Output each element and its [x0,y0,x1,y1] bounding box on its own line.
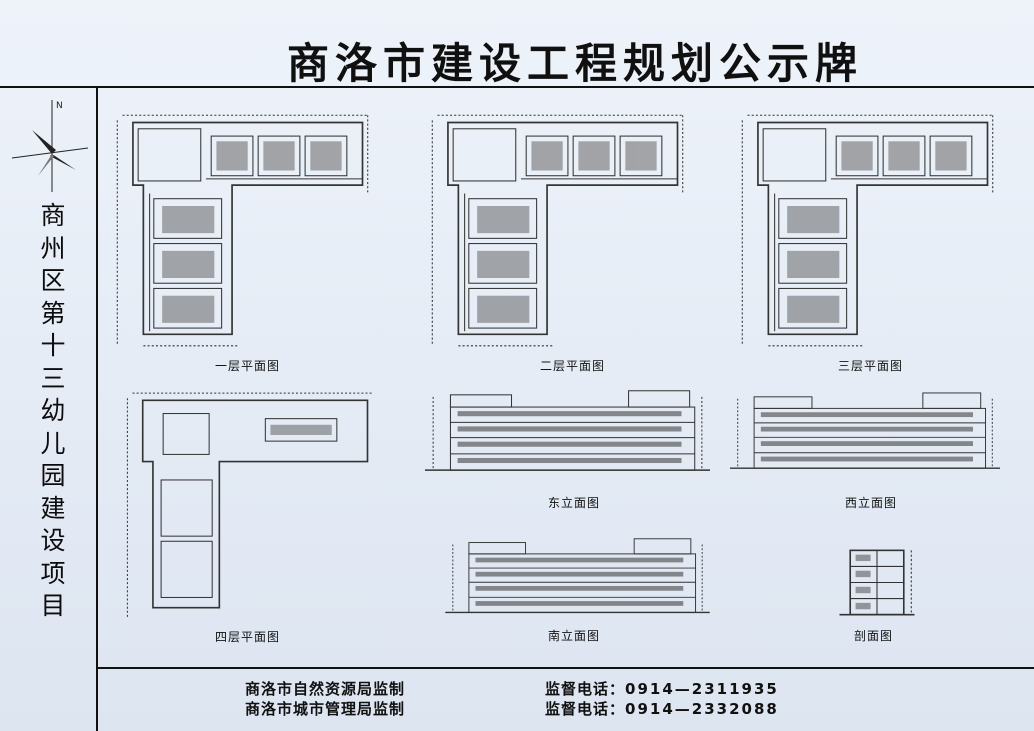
project-name-char: 目 [40,591,66,620]
caption-section: 剖面图 [854,629,894,643]
issuer-2: 商洛市城市管理局监制 [245,700,406,718]
caption-floor1: 一层平面图 [215,359,281,373]
section-drawing [832,545,922,620]
project-name-char: 十 [40,331,66,360]
phone-row-1: 监督电话：0914—2311935 [545,678,779,699]
phone-label-2: 监督电话： [545,700,626,718]
floor4-plan-drawing [115,388,385,623]
project-name-char: 园 [40,461,66,490]
south-elevation-drawing [425,535,730,620]
caption-floor2: 二层平面图 [540,359,606,373]
project-name-char: 区 [40,266,66,295]
project-name-char: 幼 [40,396,66,425]
project-name-char: 建 [40,493,66,523]
header-divider [0,86,1034,88]
phone-number-1: 0914—2311935 [625,680,779,698]
project-name-char: 三 [40,363,66,393]
project-name-vertical: 商州区第十三幼儿园建设项目 [36,200,70,623]
project-name-char: 第 [40,298,66,328]
east-elevation-drawing [425,385,710,480]
floor1-plan-drawing [110,110,375,350]
project-name-char: 设 [40,526,66,555]
project-name-char: 商 [40,201,66,230]
floor3-plan-drawing [735,110,1000,350]
caption-south: 南立面图 [548,629,601,643]
caption-floor3: 三层平面图 [838,359,904,373]
project-name-char: 项 [40,558,66,588]
project-name-char: 儿 [40,428,66,458]
sidebar-divider [96,86,98,731]
phone-label-1: 监督电话： [545,680,626,698]
north-arrow-icon: N [11,100,89,192]
phone-number-2: 0914—2332088 [625,700,779,718]
footer-divider [96,667,1034,669]
svg-text:N: N [56,101,63,111]
caption-floor4: 四层平面图 [215,630,281,644]
floor2-plan-drawing [425,110,690,350]
issuer-1: 商洛市自然资源局监制 [245,680,406,698]
caption-west: 西立面图 [845,496,898,510]
west-elevation-drawing [730,385,1000,480]
page-title: 商洛市建设工程规划公示牌 [286,39,863,88]
project-name-char: 州 [40,233,66,263]
caption-east: 东立面图 [548,496,601,510]
phone-row-2: 监督电话：0914—2332088 [545,698,779,719]
